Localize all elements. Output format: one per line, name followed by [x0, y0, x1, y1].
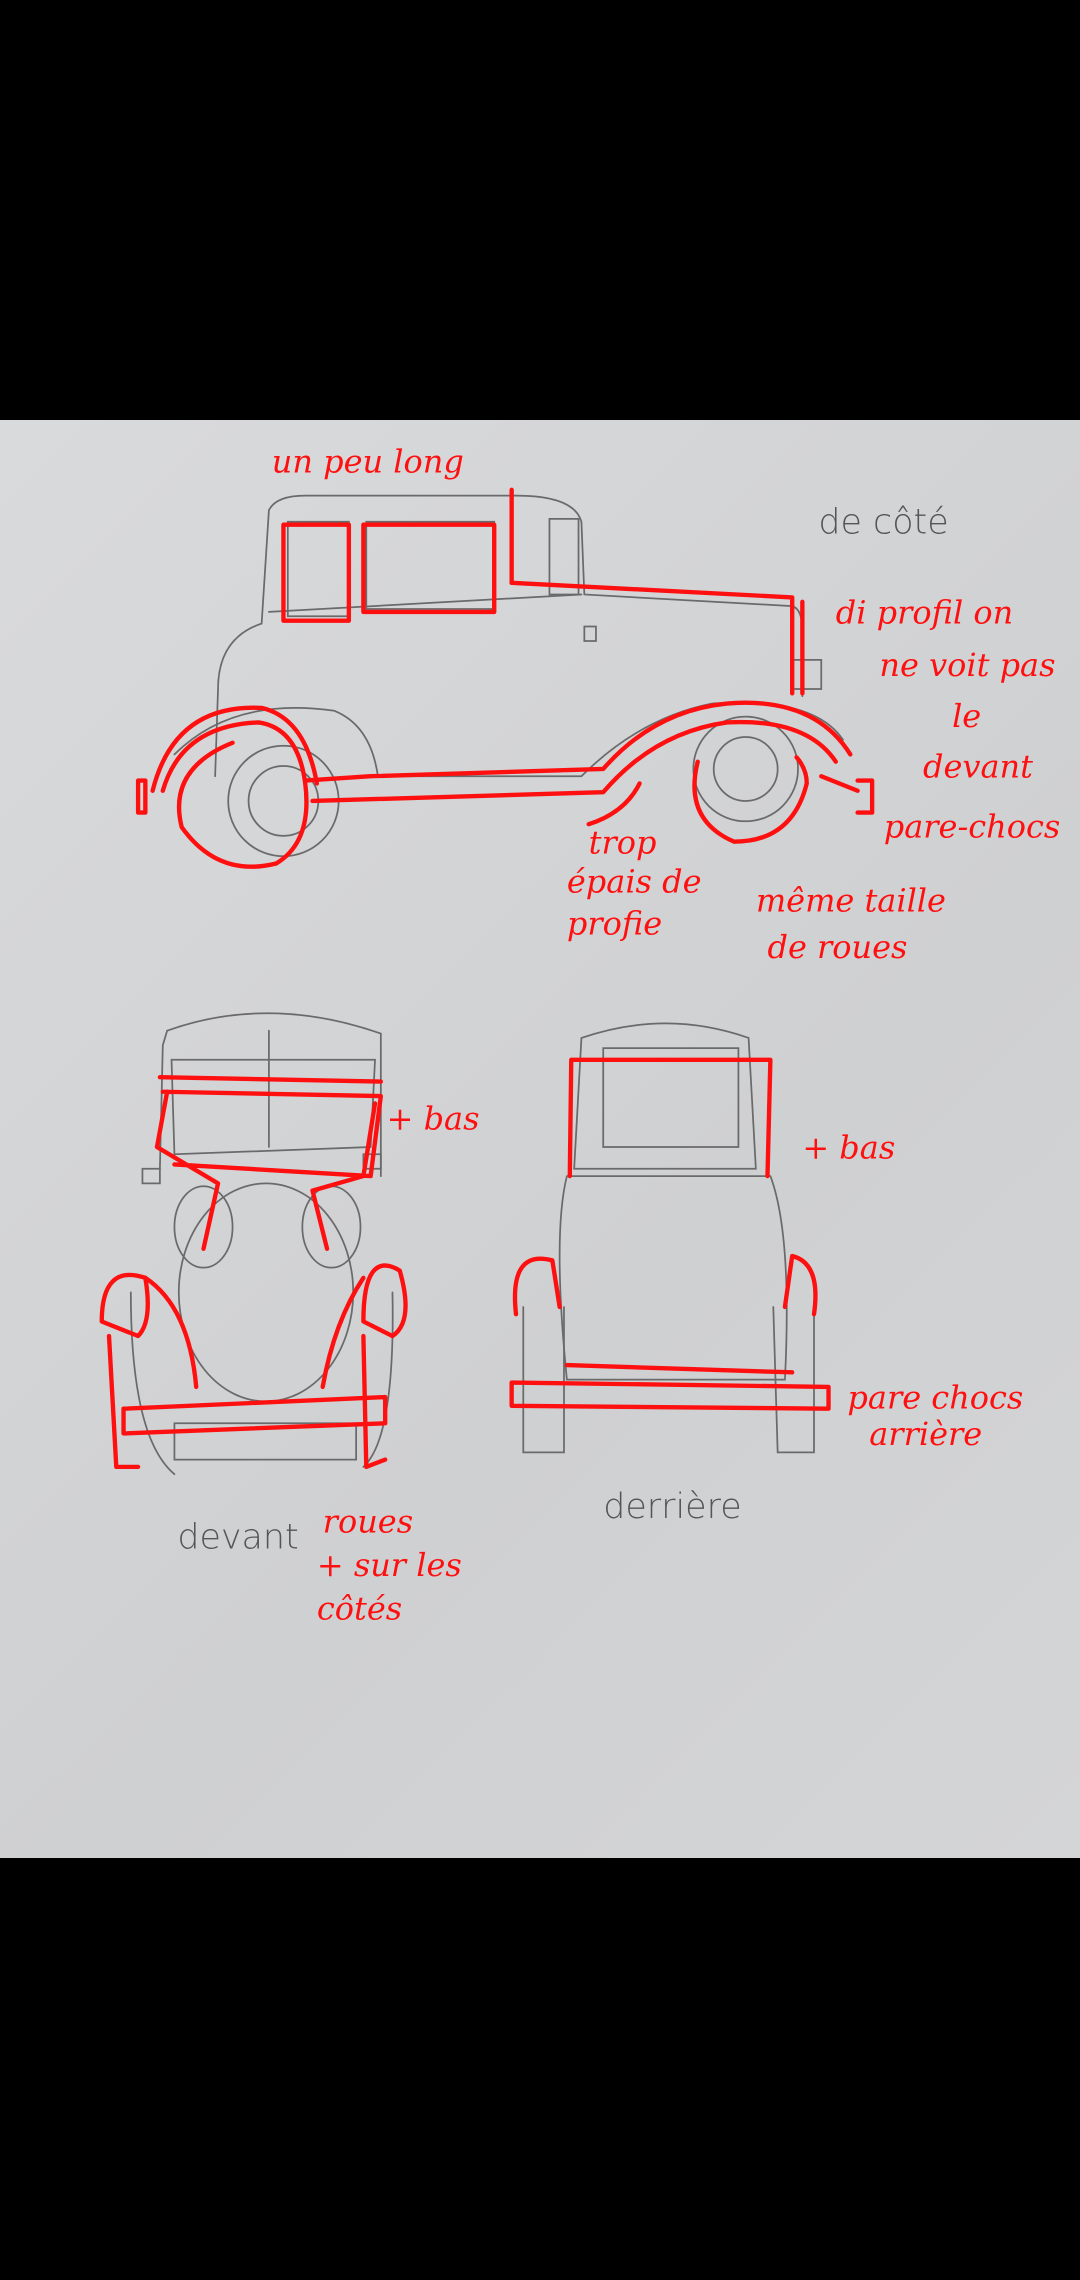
note-rear-bumper-line: pare chocs	[847, 1379, 1023, 1417]
note-bumper: pare-chocs	[884, 807, 1061, 845]
note-front-lower: + bas	[387, 1100, 480, 1138]
side-view-corrections	[135, 487, 875, 869]
note-profile-line: devant	[923, 748, 1033, 786]
rear-view-sketch	[522, 1022, 815, 1454]
label-side-view: de côté	[818, 502, 948, 542]
note-profile-line: di profil on	[836, 594, 1013, 632]
note-thickness-line: profie	[567, 905, 662, 943]
note-too-long: un peu long	[272, 442, 464, 480]
photo-of-drawing: de côté devant derrière un peu long di p…	[0, 420, 1080, 1858]
note-profile-line: ne voit pas	[879, 646, 1055, 684]
note-front-wheels-line: côtés	[317, 1590, 402, 1628]
label-rear-view: derrière	[603, 1487, 741, 1527]
note-wheels-line: de roues	[767, 928, 907, 966]
note-rear-lower: + bas	[802, 1129, 895, 1167]
note-thickness-line: trop	[589, 823, 657, 861]
front-view-corrections	[99, 1075, 408, 1470]
note-front-wheels-line: roues	[323, 1502, 413, 1540]
note-wheels-line: même taille	[756, 881, 946, 919]
side-view-sketch	[173, 494, 844, 858]
rear-view-corrections	[509, 1057, 831, 1411]
note-thickness-line: épais de	[567, 863, 702, 901]
drawing-canvas: de côté devant derrière un peu long di p…	[99, 442, 1061, 1628]
note-front-wheels-line: + sur les	[317, 1546, 462, 1584]
label-front-view: devant	[177, 1517, 298, 1557]
note-rear-bumper-line: arrière	[869, 1415, 982, 1453]
note-profile-line: le	[952, 697, 981, 735]
